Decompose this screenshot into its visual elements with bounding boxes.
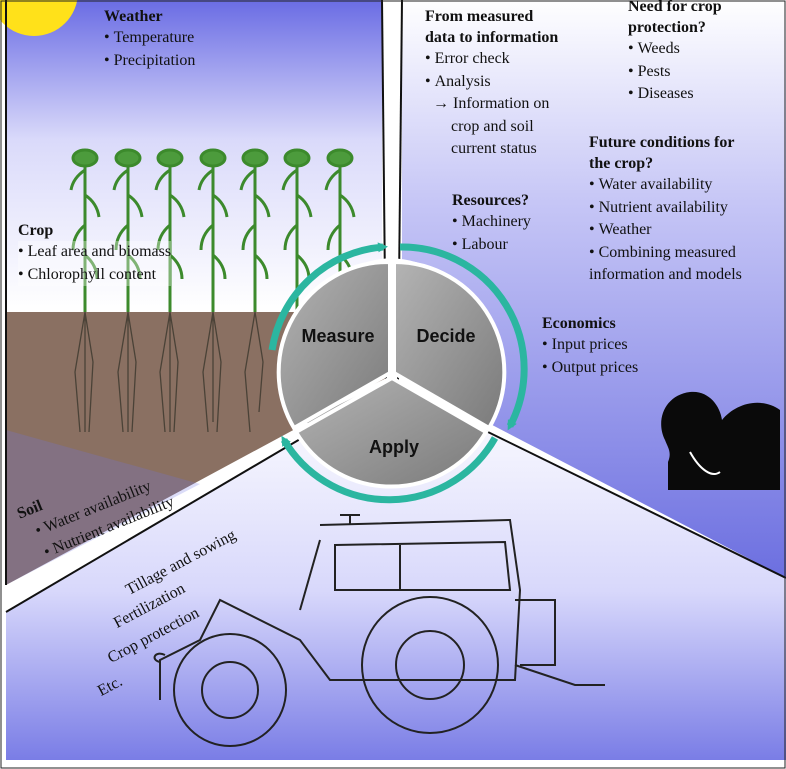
economics-item: Output prices [542,357,639,380]
info-arrow-line: → Information on [433,95,550,112]
protection-block: Need for crop protection? Weeds Pests Di… [628,0,722,106]
future-item: Nutrient availability [589,197,742,220]
protection-title: protection? [628,19,706,36]
farmer-silhouette [661,391,780,490]
protection-item: Pests [628,61,722,84]
info-arrow-line: current status [451,140,537,157]
crop-plants [69,148,356,312]
plant-icon [239,148,271,312]
crop-item: Leaf area and biomass [18,241,172,264]
bottom-panel [6,385,786,760]
crop-item: Chlorophyll content [18,263,172,286]
info-item: Analysis [425,71,558,94]
cycle: Measure Decide Apply [268,242,528,504]
future-block: Future conditions for the crop? Water av… [589,132,742,287]
decide-label: Decide [416,326,475,346]
info-title: data to information [425,29,559,46]
arrow-measure-to-decide [268,242,388,351]
info-title: From measured [425,8,534,25]
economics-item: Input prices [542,334,638,357]
tractor-icon [153,514,605,747]
info-item: Error check [425,48,558,71]
resources-item: Machinery [452,211,531,234]
resources-item: Labour [452,234,531,257]
protection-item: Weeds [628,38,722,61]
plant-icon [112,148,144,312]
future-continuation: information and models [589,266,742,283]
weather-block: Weather Temperature Precipitation [104,6,195,72]
future-item: Combining measured [589,242,742,265]
protection-item: Diseases [628,83,722,106]
weather-title: Weather [104,8,163,25]
apply-label: Apply [369,437,419,457]
resources-title: Resources? [452,192,530,209]
future-item: Weather [589,219,742,242]
economics-block: Economics Input prices Output prices [542,313,638,379]
plant-icon [197,148,229,312]
arrow-apply-to-measure [280,435,499,504]
future-title: the crop? [589,155,654,172]
root-system [74,311,264,433]
resources-block: Resources? Machinery Labour [452,190,531,256]
future-title: Future conditions for [589,134,735,151]
measure-label: Measure [301,326,374,346]
arrow-decide-to-apply [399,243,528,431]
crop-block: Crop Leaf area and biomass Chlorophyll c… [18,220,172,286]
info-arrow-line: crop and soil [451,117,534,135]
plant-icon [281,148,313,312]
protection-title: Need for crop [628,0,722,15]
economics-title: Economics [542,315,616,332]
weather-item: Temperature [104,27,195,50]
weather-item: Precipitation [104,50,196,73]
future-item: Water availability [589,174,742,197]
crop-title: Crop [18,222,54,239]
info-block: From measured data to information Error … [425,6,558,161]
sun-icon [0,0,78,36]
